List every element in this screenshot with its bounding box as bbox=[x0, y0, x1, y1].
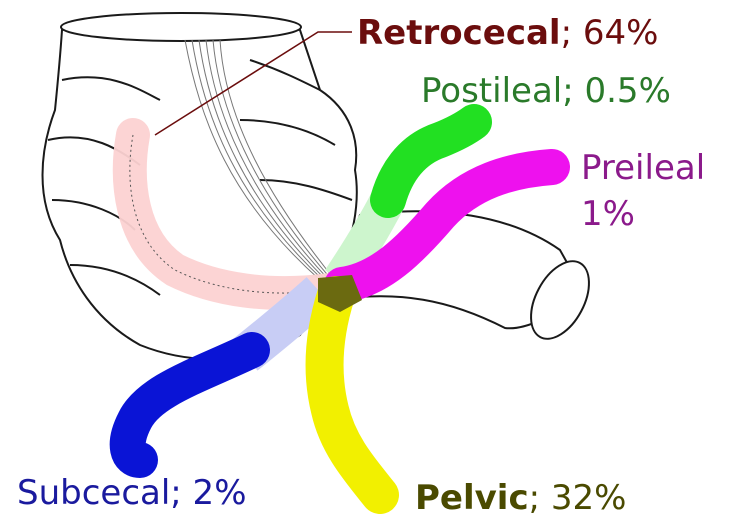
label-retrocecal: Retrocecal; 64% bbox=[357, 16, 658, 50]
label-pelvic: Pelvic; 32% bbox=[415, 481, 626, 515]
pelvic-appendix bbox=[325, 295, 380, 495]
subcecal-appendix bbox=[128, 350, 252, 460]
pelvic-value: ; 32% bbox=[529, 478, 627, 518]
label-subcecal: Subcecal; 2% bbox=[17, 476, 247, 510]
retrocecal-name: Retrocecal bbox=[357, 13, 561, 53]
preileal-name: Preileal bbox=[581, 146, 705, 192]
retrocecal-value: ; 64% bbox=[561, 13, 659, 53]
preileal-value: 1% bbox=[581, 192, 705, 238]
label-postileal: Postileal; 0.5% bbox=[421, 74, 671, 108]
pelvic-name: Pelvic bbox=[415, 478, 529, 518]
label-preileal: Preileal 1% bbox=[581, 146, 705, 238]
